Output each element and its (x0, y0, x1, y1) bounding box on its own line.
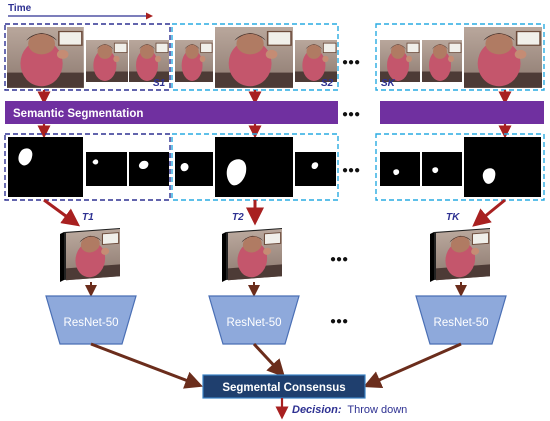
resnet-1-label: ResNet-50 (64, 317, 119, 329)
segmentation-bar-k (380, 101, 544, 124)
selected-frame-1-stack (60, 228, 121, 282)
resnet-2-label: ResNet-50 (227, 317, 282, 329)
segment-1-mask-small-a (86, 152, 127, 186)
segment-k-mask-large (464, 137, 541, 197)
time-axis: Time (8, 3, 153, 20)
segment-1-masks (4, 133, 171, 201)
ellipsis-masks: ●●● (342, 165, 360, 176)
segment-2-masks (171, 133, 339, 201)
selected-frame-1-label: T1 (82, 212, 94, 223)
segment-2-mask-large (215, 137, 293, 197)
segment-1-frame-large (6, 26, 85, 89)
resnet-block-2: ResNet-50 (208, 295, 300, 345)
ellipsis-resnet: ●●● (330, 316, 348, 327)
segment-k-masks (375, 133, 545, 201)
segment-k-mask-small-b (422, 152, 462, 186)
segmental-consensus-label: Segmental Consensus (222, 382, 345, 394)
segment-k-frame-small-a (379, 39, 421, 83)
ellipsis-frames: ●●● (342, 57, 360, 68)
ellipsis-selected-frames: ●●● (330, 254, 348, 265)
segmentation-bar-main (5, 101, 338, 124)
segment-2-label: S2 (321, 78, 334, 89)
arrow-resnet1-to-consensus (90, 342, 204, 389)
segment-1-masks-box (4, 133, 171, 201)
segment-k-frames-box (375, 23, 545, 91)
selected-frame-2-label: T2 (232, 212, 244, 223)
segment-k-label: SK (381, 78, 396, 89)
selected-frame-k-stack (430, 228, 491, 282)
resnet-block-k: ResNet-50 (415, 295, 507, 345)
segment-2-mask-small-a (175, 152, 213, 186)
semantic-segmentation-bar: Semantic Segmentation (5, 101, 544, 124)
segment-2-frame-small-b (294, 39, 338, 83)
decision-value: Throw down (347, 404, 407, 416)
segment-1-frames-box (4, 23, 171, 91)
arrow-masks-to-tk (472, 198, 506, 227)
segment-k-frame-large (463, 26, 543, 89)
selected-frame-2-stack (222, 228, 283, 282)
decision-text: Decision: Throw down (292, 404, 407, 416)
arrow-resnetk-to-consensus (363, 342, 462, 389)
semantic-segmentation-label: Semantic Segmentation (13, 108, 143, 120)
segment-k-frame-small-b (421, 39, 463, 83)
decision-prefix: Decision: (292, 404, 342, 416)
segment-1: S1 (4, 23, 171, 91)
segment-2-mask-small-b (295, 152, 336, 186)
segment-k-mask-small-a (380, 152, 420, 186)
segment-k-masks-box (375, 133, 545, 201)
time-label: Time (8, 3, 32, 14)
resnet-block-1: ResNet-50 (45, 295, 137, 345)
segment-k: SK (375, 23, 545, 91)
segment-1-frame-small-a (85, 39, 129, 83)
segment-2: S2 (171, 23, 339, 91)
ellipsis-segmentation: ●●● (342, 109, 360, 120)
segment-2-frame-large (214, 26, 294, 89)
selected-frame-k-label: TK (446, 212, 460, 223)
segment-1-label: S1 (153, 78, 166, 89)
arrow-resnet2-to-consensus (252, 342, 286, 378)
segment-1-mask-small-b (129, 152, 169, 186)
resnet-k-label: ResNet-50 (434, 317, 489, 329)
arrow-masks-to-t1 (43, 198, 81, 227)
segmental-consensus-box: Segmental Consensus (202, 374, 366, 399)
segment-2-frame-small-a (174, 39, 214, 83)
segment-1-mask-large (8, 137, 83, 197)
segment-1-frame-small-b (128, 39, 170, 83)
